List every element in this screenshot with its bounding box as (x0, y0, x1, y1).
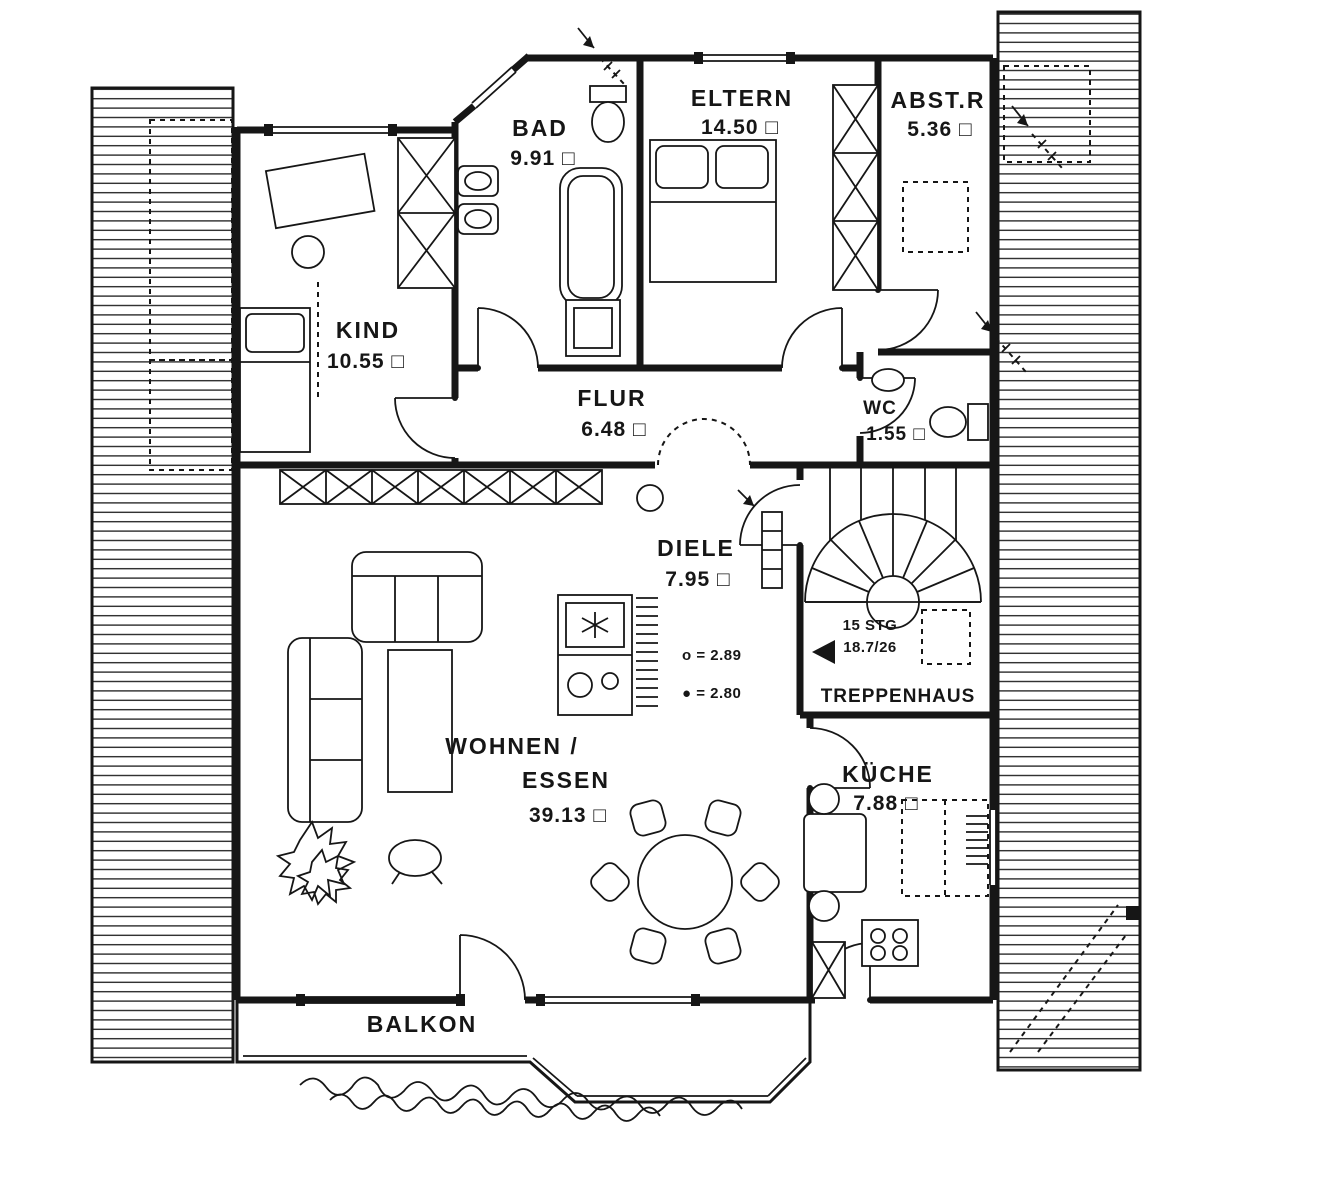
appliance-symbol (581, 612, 609, 638)
sink-bad-1 (457, 165, 499, 197)
room-bad-label: BAD (512, 115, 568, 141)
door-bad (475, 307, 539, 371)
room-kueche-label: KÜCHE (842, 761, 934, 787)
dining-chairs (590, 799, 780, 965)
sink-basin-1 (567, 672, 593, 698)
plant (275, 820, 357, 903)
roof-window-icon (975, 311, 1027, 373)
chimney-marker (1126, 906, 1140, 920)
bathtub (559, 167, 623, 307)
room-eltern-label: ELTERN (691, 85, 793, 111)
toilet-wc (929, 406, 967, 438)
ceiling-height-filled: ● = 2.80 (682, 685, 741, 702)
opening-flur-diele (657, 418, 751, 466)
room-abstr-label: ABST.R (890, 87, 985, 113)
roof-valley-lines (1009, 904, 1127, 1053)
room-eltern-area: 14.50 □ (701, 116, 779, 139)
window-kueche (989, 810, 997, 885)
dormer-outline-right (1003, 65, 1091, 163)
radiator-wohnen (636, 597, 658, 707)
roof-window-icon (737, 489, 755, 507)
dormer-outline-left-lower (149, 359, 233, 471)
window-wohnen-right (540, 996, 695, 1004)
windows (270, 54, 997, 1004)
shower (565, 299, 621, 357)
sink-bad-2 (457, 203, 499, 235)
room-abstr-area: 5.36 □ (907, 118, 972, 141)
roof-window-icon (1011, 105, 1063, 169)
dining-table (637, 834, 733, 930)
shaft-outline (921, 609, 971, 665)
sideboard-partition (279, 469, 603, 505)
furniture-bad (457, 85, 627, 357)
roof-area-right (996, 10, 1142, 1072)
roof-area-left (90, 86, 235, 1064)
room-bad-area: 9.91 □ (510, 147, 575, 170)
kitchen-chair-2 (808, 890, 840, 922)
door-kind (394, 395, 458, 459)
room-kind-area: 10.55 □ (327, 350, 405, 373)
kitchen-chair-1 (808, 783, 840, 815)
furniture-kueche (803, 783, 989, 999)
room-flur-label: FLUR (577, 385, 646, 411)
window-kind (270, 126, 390, 134)
window-bad-bay (471, 66, 517, 109)
stair-direction-arrow (812, 640, 835, 664)
roof-window-icon (577, 27, 625, 85)
room-diele-label: DIELE (657, 535, 735, 561)
toilet-tank-bad (589, 85, 627, 103)
side-table (388, 839, 442, 877)
room-treppenhaus-label: TREPPENHAUS (821, 686, 976, 707)
room-wohnen-label-1: WOHNEN / (445, 733, 579, 759)
furniture-abstellraum (902, 181, 969, 253)
door-balcony-wohnen (457, 934, 526, 1003)
desk (264, 152, 376, 230)
sofa-left (287, 637, 363, 823)
roof-window-marks (577, 27, 1063, 507)
coffee-table (387, 649, 453, 793)
room-diele-area: 7.95 □ (665, 568, 730, 591)
room-wc-area: 1.55 □ (866, 424, 926, 445)
window-wohnen-left (300, 996, 460, 1004)
door-eltern (781, 307, 845, 371)
hedge (299, 1076, 743, 1116)
stove (861, 919, 919, 967)
desk-chair (291, 235, 325, 269)
kitchenette-block (557, 594, 658, 716)
kitchen-table (803, 813, 867, 893)
stair-count-label: 15 STG (843, 617, 898, 634)
ceiling-light (636, 484, 664, 512)
furniture-eltern (649, 84, 879, 291)
furniture-kind (239, 137, 456, 453)
balcony (235, 1000, 812, 1122)
room-flur-area: 6.48 □ (581, 418, 646, 441)
furniture-wohnen (275, 551, 780, 965)
room-wohnen-label-2: ESSEN (522, 767, 610, 793)
toilet-bad (591, 101, 625, 143)
room-wc-label: WC (863, 398, 897, 419)
storage-outline (902, 181, 969, 253)
ceiling-height-open: o = 2.89 (682, 647, 741, 664)
labels: BAD 9.91 □ ELTERN 14.50 □ ABST.R 5.36 □ … (327, 85, 985, 1037)
stair-dims-label: 18.7/26 (843, 639, 897, 656)
window-eltern (700, 54, 790, 62)
room-wohnen-area: 39.13 □ (529, 804, 607, 827)
furniture-diele (636, 484, 783, 589)
room-kind-label: KIND (336, 317, 400, 343)
sink-basin-2 (601, 672, 619, 690)
room-kueche-area: 7.88 □ (853, 792, 918, 815)
staircase (804, 468, 982, 665)
toilet-tank-wc (967, 403, 989, 441)
furniture-wc (871, 368, 989, 441)
sofa-top (351, 551, 483, 643)
room-balkon-label: BALKON (367, 1011, 477, 1037)
radiator-kueche (966, 815, 988, 865)
sink-wc (871, 368, 905, 392)
